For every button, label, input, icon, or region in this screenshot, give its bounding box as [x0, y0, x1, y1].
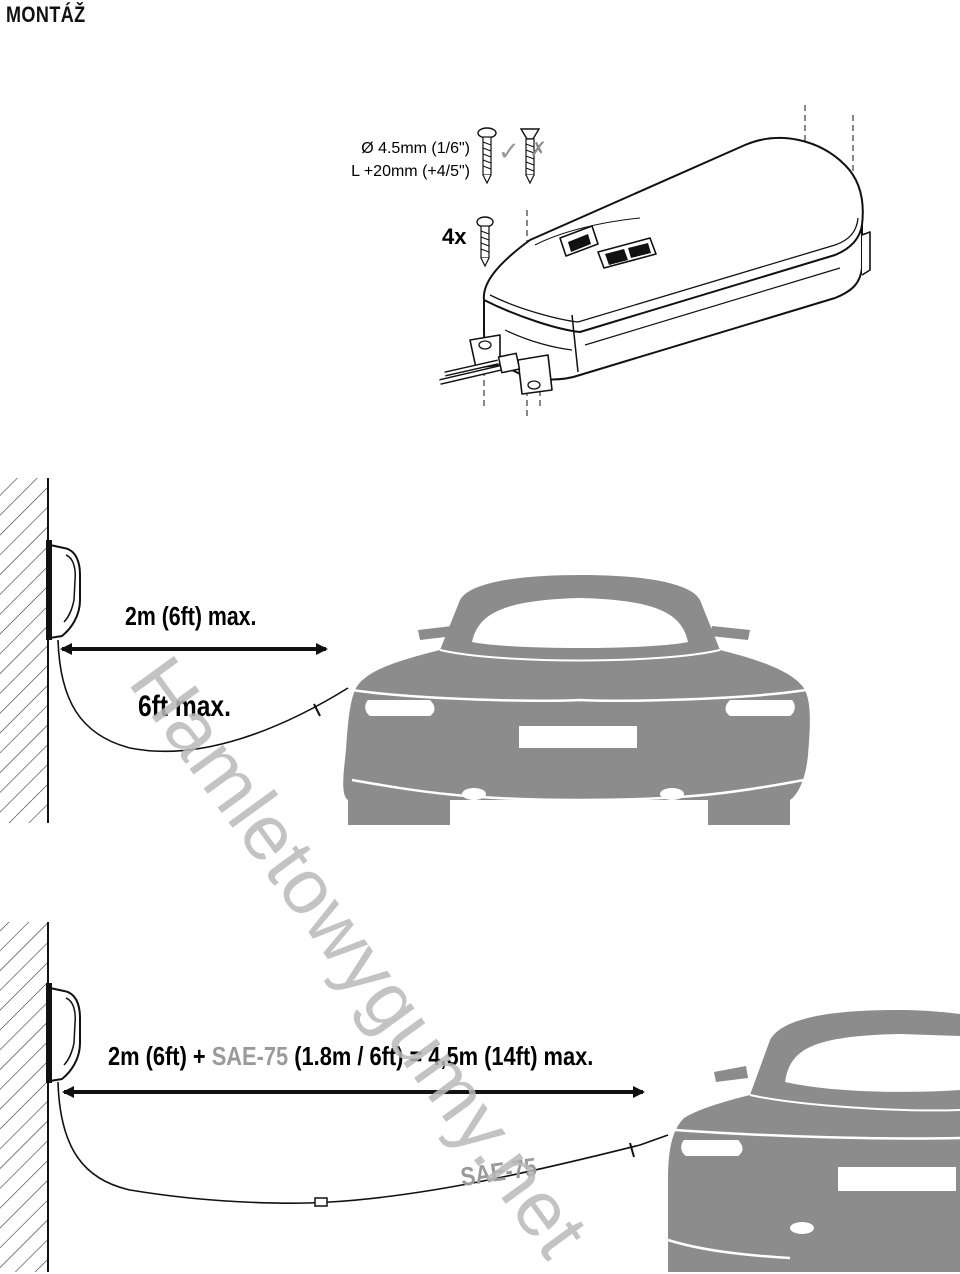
round-head-screw-icon — [477, 127, 497, 185]
check-mark-icon: ✓ — [498, 136, 520, 166]
distance-label: 2m (6ft) max. — [125, 602, 256, 632]
mounting-screw-icon — [476, 216, 494, 268]
formula-suffix: (1.8m / 6ft) = 4,5m (14ft) max. — [288, 1042, 593, 1071]
car-rear-view — [343, 575, 810, 825]
car-rear-view-partial — [667, 1010, 960, 1272]
formula-prefix: 2m (6ft) + — [108, 1042, 212, 1071]
wall-charger-side-view — [46, 540, 81, 640]
screw-quantity-label: 4x — [442, 224, 467, 249]
wall-charger-side-view-2 — [46, 983, 81, 1083]
cable-length-label: 6ft max. — [138, 689, 231, 723]
screw-diameter-label: Ø 4.5mm (1/6") — [361, 140, 470, 157]
cable-connector — [314, 1197, 328, 1207]
formula-extension-name: SAE-75 — [212, 1042, 288, 1071]
cross-mark-icon: ✗ — [530, 139, 547, 161]
page-title: MONTÁŽ — [6, 2, 86, 27]
wall-hatching — [0, 478, 48, 823]
countersunk-screw-icon — [519, 128, 541, 185]
screw-length-label: L +20mm (+4/5") — [351, 163, 470, 180]
total-distance-formula: 2m (6ft) + SAE-75 (1.8m / 6ft) = 4,5m (1… — [108, 1042, 593, 1071]
charging-cable — [57, 639, 349, 753]
scenario-1: 2m (6ft) max. 6ft max. — [0, 478, 349, 823]
extended-charging-cable — [57, 1081, 669, 1204]
wall-hatching-2 — [0, 922, 48, 1272]
charger-unit — [439, 137, 871, 395]
screw-spec: Ø 4.5mm (1/6") L +20mm (+4/5") ✓ ✗ 4x — [351, 127, 547, 268]
